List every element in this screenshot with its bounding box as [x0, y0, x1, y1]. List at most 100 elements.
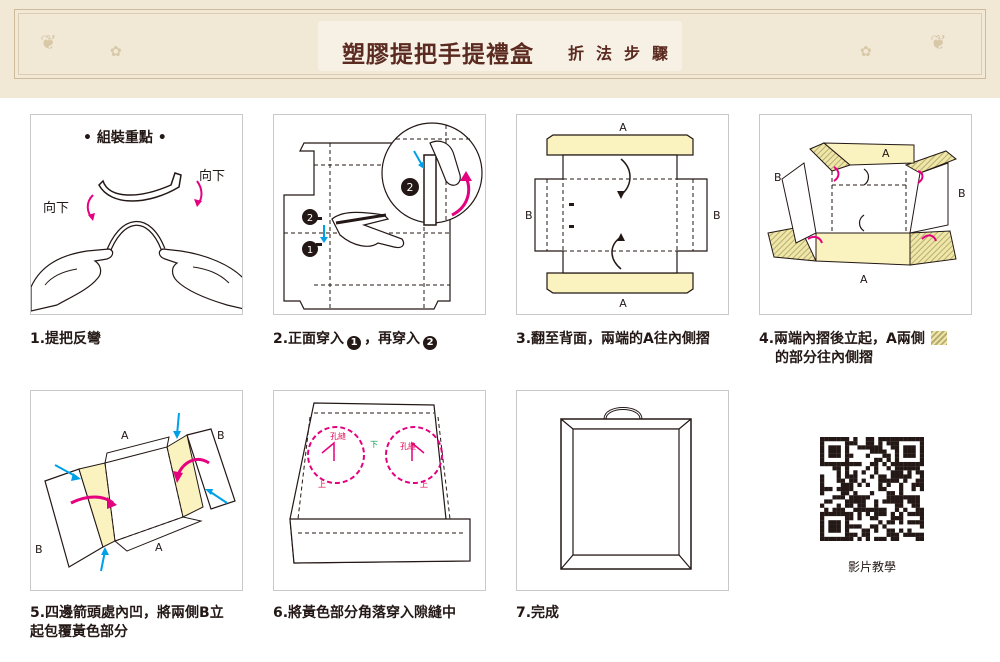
badge-1-text: 1	[307, 245, 313, 256]
qr-module	[891, 441, 895, 445]
qr-module	[907, 529, 911, 533]
qr-module	[866, 437, 870, 441]
qr-module	[895, 437, 899, 441]
down-label-left: 向下	[43, 197, 69, 216]
qr-module	[837, 437, 841, 441]
qr-module	[920, 520, 924, 524]
qr-module	[820, 524, 824, 528]
qr-module	[899, 437, 903, 441]
qr-module	[912, 512, 916, 516]
flap-a-bottom	[547, 273, 693, 293]
qr-module	[862, 470, 866, 474]
qr-module	[907, 445, 911, 449]
qr-module	[849, 495, 853, 499]
box-body-back	[535, 155, 707, 273]
qr-module	[862, 499, 866, 503]
qr-module	[862, 445, 866, 449]
qr-module	[907, 470, 911, 474]
qr-module	[820, 483, 824, 487]
step-6-caption: 6.將黃色部分角落穿入隙縫中	[273, 604, 456, 623]
qr-module	[891, 516, 895, 520]
qr-module	[857, 445, 861, 449]
badge-1-inline: 1	[347, 336, 361, 350]
qr-module	[862, 533, 866, 537]
qr-module	[857, 512, 861, 516]
down-label-right: 向下	[199, 165, 225, 184]
qr-module	[920, 479, 924, 483]
push-in-arrow-head-icon	[173, 431, 181, 439]
qr-module	[895, 479, 899, 483]
qr-module	[874, 529, 878, 533]
flap-a-bottom	[816, 233, 910, 265]
qr-module	[824, 462, 828, 466]
qr-module	[878, 445, 882, 449]
handle-insert-illustration: 2 2 1	[274, 115, 486, 315]
qr-module	[874, 512, 878, 516]
qr-module	[857, 499, 861, 503]
qr-module	[828, 537, 832, 541]
qr-module	[891, 491, 895, 495]
qr-module	[841, 495, 845, 499]
qr-module	[820, 537, 824, 541]
qr-module	[845, 441, 849, 445]
right-hand-icon	[159, 249, 243, 309]
qr-module	[837, 529, 841, 533]
step-5-caption: 5.四邊箭頭處內凹，將兩側B立 起包覆黃色部分	[30, 604, 224, 642]
step-4-caption-line1: 4.兩端內摺後立起，A兩側	[759, 330, 947, 349]
step-2-caption-mid: ，再穿入	[364, 331, 420, 347]
qr-module	[874, 470, 878, 474]
qr-module	[849, 441, 853, 445]
qr-module	[912, 533, 916, 537]
step-3-caption: 3.翻至背面，兩端的A往內側摺	[516, 330, 710, 349]
qr-module	[870, 508, 874, 512]
qr-module	[920, 474, 924, 478]
qr-module	[862, 479, 866, 483]
qr-module	[891, 445, 895, 449]
qr-module	[907, 499, 911, 503]
qr-module	[916, 495, 920, 499]
slot	[569, 203, 574, 206]
qr-module	[845, 449, 849, 453]
qr-module	[845, 504, 849, 508]
qr-module	[820, 520, 824, 524]
qr-module	[891, 512, 895, 516]
qr-module	[912, 483, 916, 487]
step-2-caption: 2.正面穿入1，再穿入2	[273, 330, 440, 350]
qr-module	[845, 491, 849, 495]
qr-code[interactable]	[820, 437, 924, 541]
qr-module	[899, 470, 903, 474]
label-b-right: B	[958, 187, 966, 200]
qr-module	[903, 449, 907, 453]
qr-module	[824, 537, 828, 541]
qr-module	[878, 479, 882, 483]
handle-strap	[424, 155, 436, 225]
qr-module	[874, 445, 878, 449]
qr-module	[895, 466, 899, 470]
qr-module	[845, 483, 849, 487]
qr-module	[837, 479, 841, 483]
step-2-caption-text: 2.正面穿入	[273, 331, 344, 347]
step-1-caption: 1.提把反彎	[30, 330, 101, 349]
qr-module	[920, 516, 924, 520]
qr-module	[845, 499, 849, 503]
qr-module	[882, 474, 886, 478]
qr-module	[849, 524, 853, 528]
qr-module	[891, 520, 895, 524]
qr-module	[912, 504, 916, 508]
qr-module	[832, 466, 836, 470]
qr-module	[887, 499, 891, 503]
qr-module	[853, 524, 857, 528]
qr-module	[887, 458, 891, 462]
qr-module	[916, 533, 920, 537]
qr-module	[853, 508, 857, 512]
qr-module	[845, 474, 849, 478]
qr-module	[837, 537, 841, 541]
qr-module	[891, 495, 895, 499]
qr-module	[820, 533, 824, 537]
qr-module	[891, 499, 895, 503]
qr-module	[837, 495, 841, 499]
qr-module	[845, 454, 849, 458]
qr-module	[882, 462, 886, 466]
qr-module	[820, 529, 824, 533]
qr-module	[870, 449, 874, 453]
